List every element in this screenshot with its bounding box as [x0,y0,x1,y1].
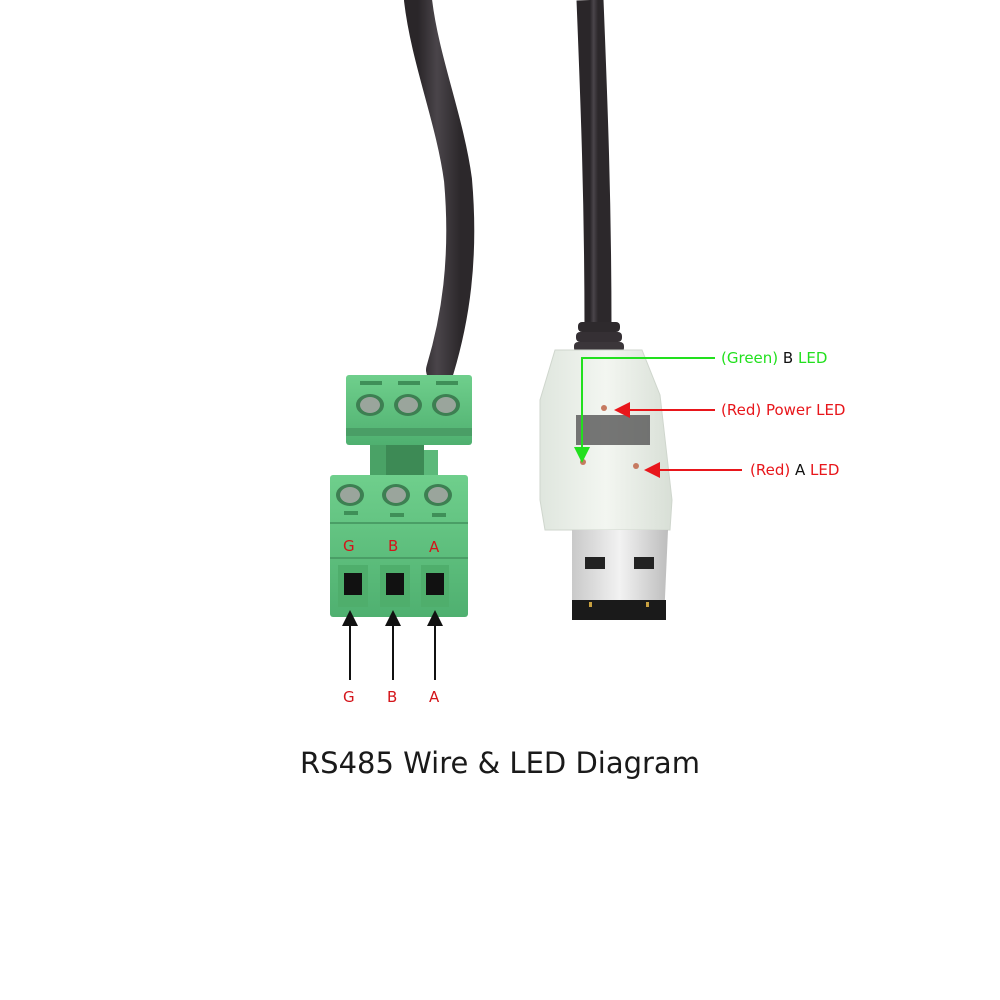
red-power-led-label: (Red) Power LED [721,401,846,419]
right-cable [574,0,624,352]
left-cable [404,0,475,384]
pin-label-g: G [343,688,355,706]
terminal-body-label-a: A [429,538,440,556]
usb-connector [539,349,673,620]
terminal-body-label-b: B [388,537,399,555]
terminal-body-label-g: G [343,537,355,555]
led-pointers [574,357,742,478]
pin-arrows [342,610,443,680]
green-b-led-label: (Green) B LED [721,349,828,367]
terminal-block-plug [346,375,472,480]
terminal-block-socket [330,475,468,617]
diagram-title: RS485 Wire & LED Diagram [300,746,700,780]
pin-label-a: A [429,688,440,706]
pin-label-b: B [387,688,398,706]
red-a-led-label: (Red) A LED [750,461,840,479]
